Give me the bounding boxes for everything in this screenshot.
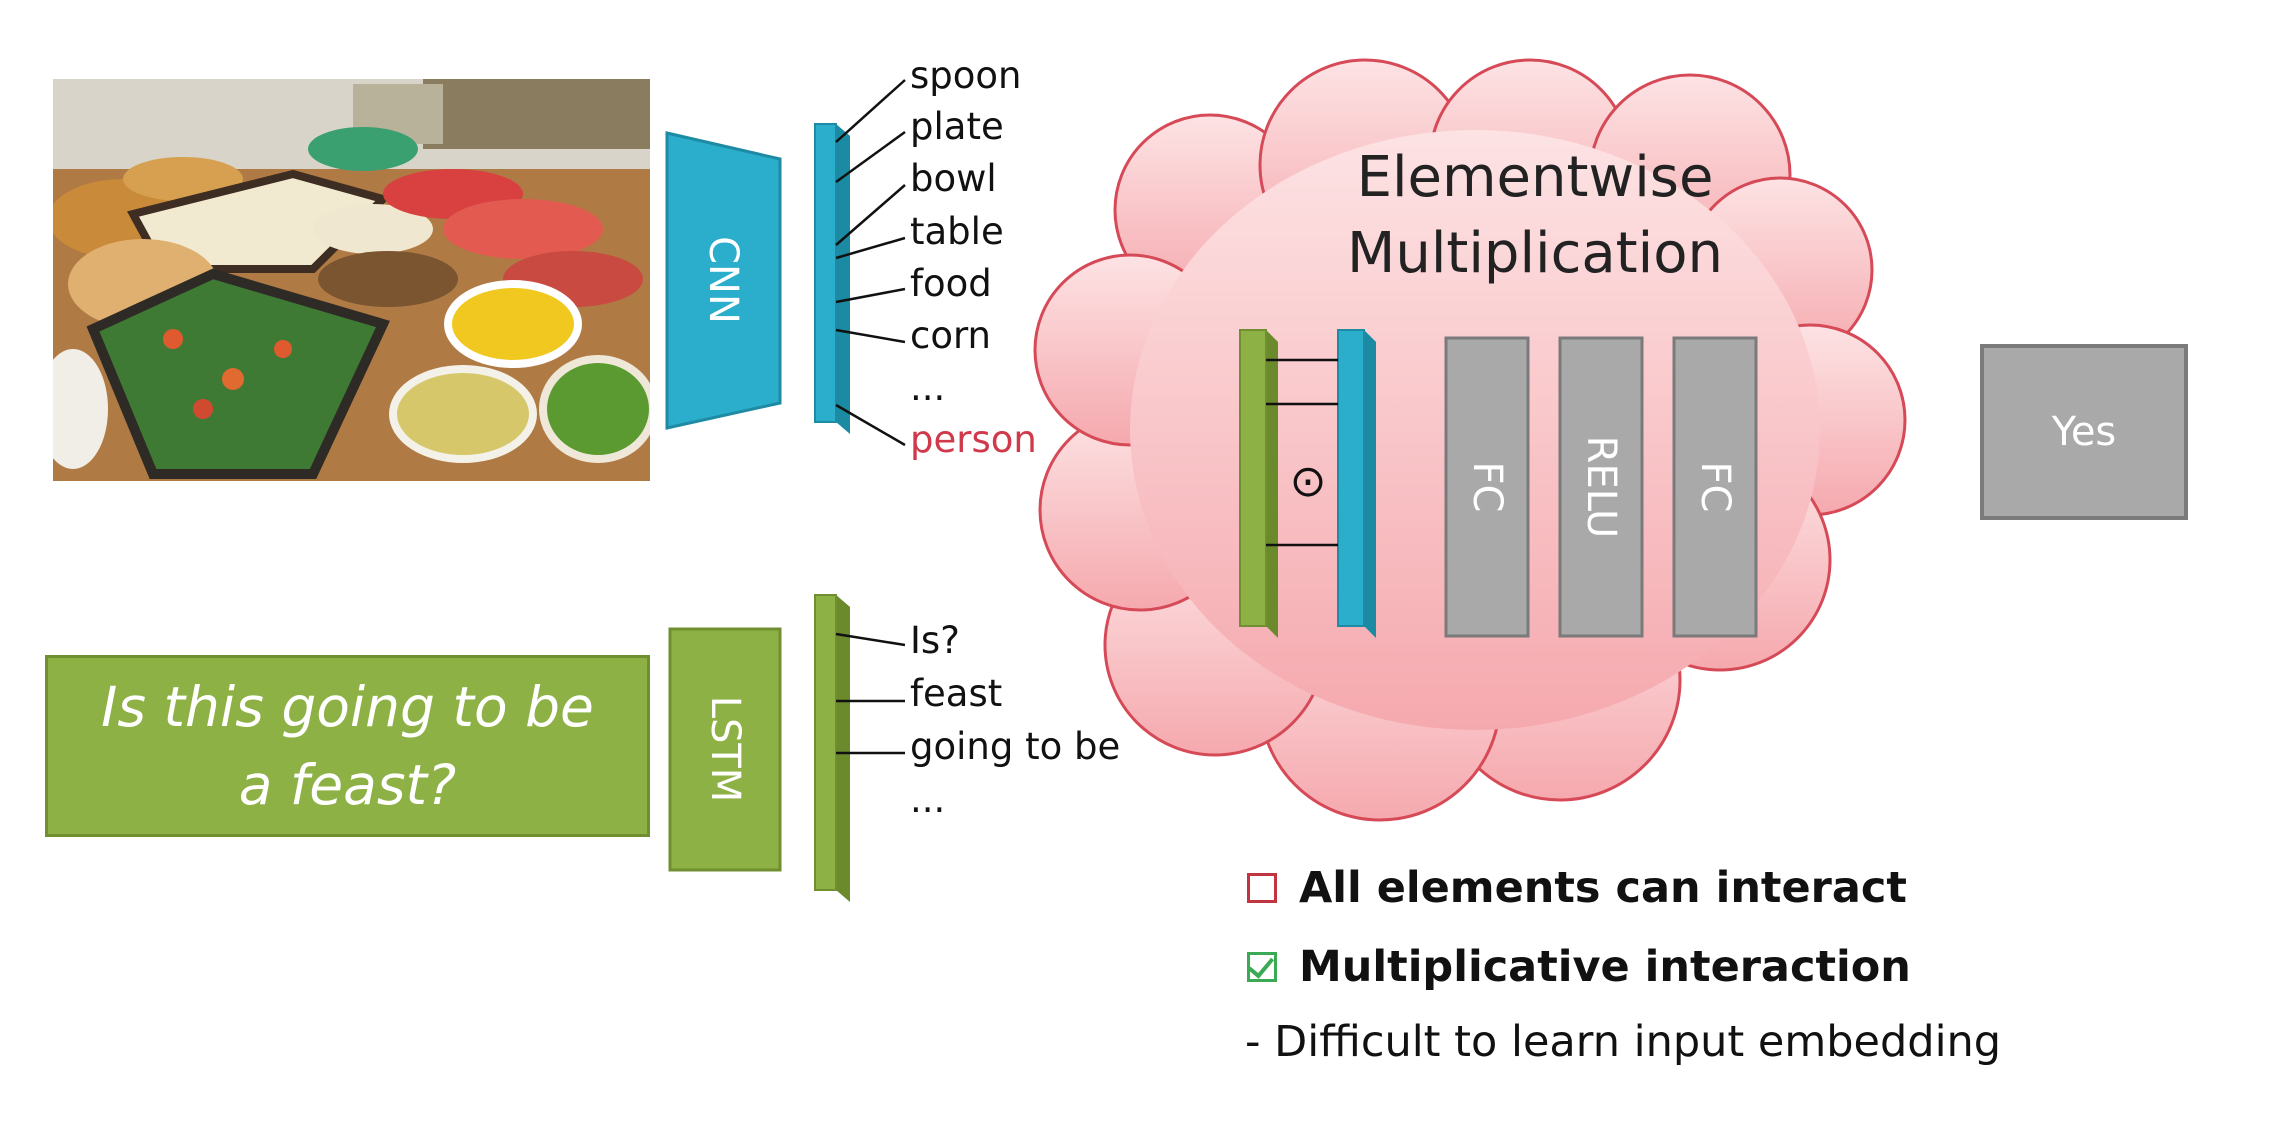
fc2-label: FC: [1692, 461, 1738, 513]
checked-box-icon: [1247, 951, 1277, 982]
feast-photo: [53, 79, 650, 481]
unchecked-box-icon: [1247, 873, 1277, 903]
cnn-block: [665, 131, 782, 430]
elementwise-operator: ⊙: [1289, 456, 1327, 507]
image-label-bowl: bowl: [910, 157, 997, 200]
question-label-ellipsis: ...: [910, 778, 946, 821]
relu-block: [1558, 336, 1644, 638]
feast-photo-art: [53, 79, 650, 481]
cloud-blue-vector-side: [1364, 330, 1376, 638]
image-label-spoon: spoon: [910, 54, 1022, 97]
question-label-connectors: [835, 632, 906, 755]
question-label-going-to-be: going to be: [910, 725, 1121, 768]
image-label-ellipsis: ...: [910, 366, 946, 409]
question-vector: [814, 594, 837, 891]
cnn-label: CNN: [700, 236, 746, 324]
image-vector: [814, 123, 837, 423]
bullet-all-elements-text: All elements can interact: [1299, 863, 1907, 913]
image-label-connectors: [835, 79, 906, 447]
lstm-label: LSTM: [702, 695, 748, 803]
question-text: Is this going to be a feast?: [101, 675, 594, 817]
bullet-multiplicative-text: Multiplicative interaction: [1299, 942, 1911, 992]
question-label-is: Is?: [910, 619, 960, 662]
image-label-person: person: [910, 418, 1037, 461]
lstm-block: [668, 627, 782, 872]
image-label-corn: corn: [910, 314, 991, 357]
bullet-all-elements: All elements can interact: [1247, 863, 1907, 913]
cloud-green-vector-side: [1266, 330, 1278, 638]
cloud-title: Elementwise Multiplication: [1347, 145, 1723, 286]
fc1-block: [1444, 336, 1530, 638]
note-difficult-embedding: - Difficult to learn input embedding: [1245, 1017, 2002, 1067]
elementwise-pair-lines: [1266, 358, 1338, 547]
question-vector-side: [836, 595, 850, 902]
image-label-food: food: [910, 262, 992, 305]
image-vector-side: [836, 124, 850, 434]
image-label-plate: plate: [910, 105, 1004, 148]
cloud-blue-vector: [1337, 329, 1365, 627]
question-box: Is this going to be a feast?: [45, 655, 650, 837]
answer-box: Yes: [1980, 344, 2188, 520]
cloud-green-vector: [1239, 329, 1267, 627]
fc1-label: FC: [1464, 461, 1510, 513]
fc2-block: [1672, 336, 1758, 638]
bullet-multiplicative: Multiplicative interaction: [1247, 942, 1911, 992]
answer-label: Yes: [2051, 409, 2117, 455]
image-label-table: table: [910, 210, 1004, 253]
relu-label: RELU: [1578, 435, 1624, 539]
question-label-feast: feast: [910, 672, 1003, 715]
